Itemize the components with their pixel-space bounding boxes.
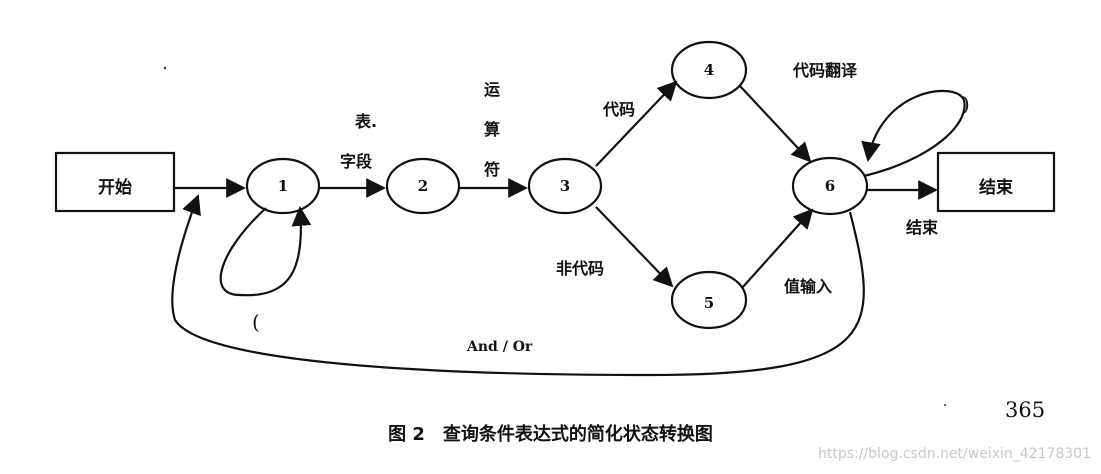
- page-number: 365: [1005, 398, 1046, 422]
- loop-6: [861, 89, 966, 178]
- state-5-label: 5: [703, 294, 715, 312]
- label-loop-1: (: [252, 310, 260, 334]
- figure-caption: 图 2 查询条件表达式的简化状态转换图: [388, 424, 713, 445]
- start-label: 开始: [98, 178, 132, 198]
- watermark: https://blog.csdn.net/weixin_42178301: [817, 446, 1091, 462]
- state-2-node: [385, 157, 461, 215]
- state-1-label: 1: [277, 177, 289, 195]
- start-box: [54, 151, 176, 213]
- state-3-label: 3: [559, 177, 571, 195]
- label-and-or: And / Or: [467, 339, 533, 355]
- label-2-3-char1: 运: [483, 80, 500, 99]
- arrow-3-to-5: [595, 206, 674, 288]
- label-6-end: 结束: [906, 218, 939, 237]
- state-2-label: 2: [417, 177, 429, 195]
- label-1-2-top: 表.: [355, 112, 378, 131]
- label-2-3-char2: 算: [483, 120, 500, 139]
- label-2-3-char3: 符: [483, 160, 500, 179]
- end-box: [936, 151, 1056, 213]
- return-and-or: [171, 194, 865, 377]
- state-6-node: [791, 156, 869, 216]
- label-5-6: 值输入: [784, 277, 833, 296]
- state-1-node: [245, 157, 321, 215]
- end-label: 结束: [979, 178, 1013, 198]
- label-4-6: 代码翻译: [793, 61, 858, 80]
- state-4-label: 4: [703, 61, 715, 79]
- label-3-5: 非代码: [556, 259, 605, 278]
- state-3-node: [527, 157, 603, 215]
- state-6-label: 6: [824, 177, 836, 195]
- label-loop-6: ): [962, 92, 970, 116]
- state-4-node: [670, 40, 748, 100]
- arrow-4-to-6: [739, 85, 812, 163]
- arrow-5-to-6: [741, 208, 814, 289]
- loop-1: [219, 206, 312, 297]
- state-5-node: [670, 270, 748, 330]
- arrow-3-to-4: [595, 80, 678, 167]
- label-3-4: 代码: [603, 100, 636, 119]
- label-1-2-bottom: 字段: [340, 152, 373, 171]
